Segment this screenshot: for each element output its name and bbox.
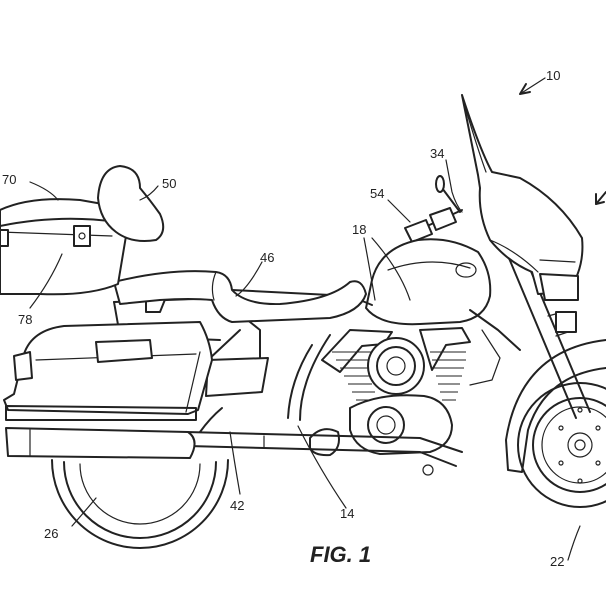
handlebar bbox=[404, 175, 463, 243]
ref-numeral-42: 42 bbox=[230, 498, 244, 513]
ref-numeral-10: 10 bbox=[546, 68, 560, 83]
rear-wheel bbox=[51, 459, 229, 549]
ref-numeral-78: 78 bbox=[18, 312, 32, 327]
front-fender bbox=[505, 339, 606, 473]
ref-numeral-26: 26 bbox=[44, 526, 58, 541]
ref-numeral-50: 50 bbox=[162, 176, 176, 191]
saddlebag bbox=[3, 321, 213, 421]
rear-frame bbox=[113, 291, 269, 397]
ref-numeral-46: 46 bbox=[260, 250, 274, 265]
front-wheel bbox=[517, 382, 606, 508]
ref-numeral-70: 70 bbox=[2, 172, 16, 187]
ref-numeral-54: 54 bbox=[370, 186, 384, 201]
tour-trunk bbox=[0, 198, 127, 296]
fairing bbox=[461, 94, 584, 333]
seat bbox=[113, 270, 367, 323]
ref-numeral-14: 14 bbox=[340, 506, 354, 521]
backrest bbox=[97, 165, 165, 242]
exhaust-pipe bbox=[185, 407, 463, 476]
fuel-tank bbox=[365, 238, 492, 326]
ref-numeral-22: 22 bbox=[550, 554, 564, 569]
leader-lines bbox=[29, 77, 606, 561]
rear-muffler bbox=[5, 427, 196, 459]
ref-numeral-18: 18 bbox=[352, 222, 366, 237]
ref-numeral-34: 34 bbox=[430, 146, 444, 161]
figure-caption: FIG. 1 bbox=[310, 542, 371, 567]
